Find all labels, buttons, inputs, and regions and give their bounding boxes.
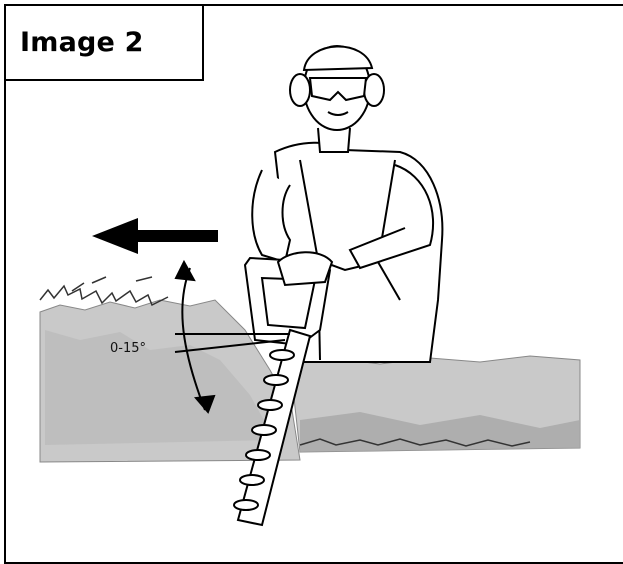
hedge-trimmer-illustration: 0-15° <box>0 0 623 543</box>
angle-annotation: 0-15° <box>110 341 146 356</box>
figure-label-box: Image 2 <box>4 4 204 81</box>
figure-label: Image 2 <box>20 27 144 58</box>
direction-arrow-left-icon <box>92 218 218 254</box>
hedge-right <box>290 356 580 452</box>
